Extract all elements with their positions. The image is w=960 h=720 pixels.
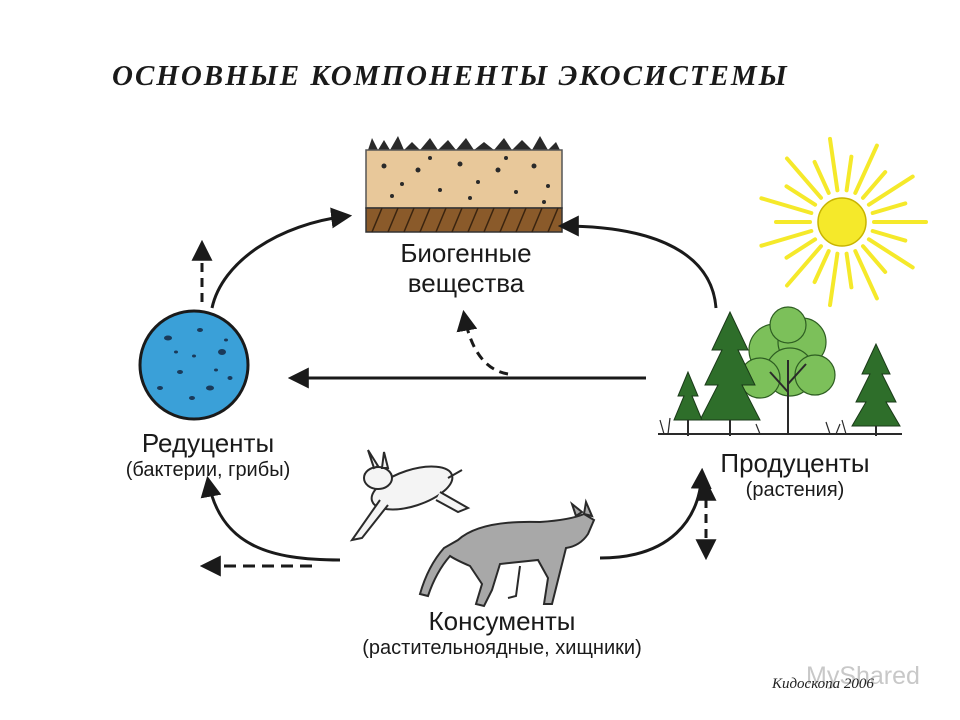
sun-ray — [861, 170, 888, 200]
decomposers-label: Редуценты (бактерии, грибы) — [96, 428, 320, 482]
bacteria-ball-illustration — [138, 309, 250, 421]
consumers-note: (растительноядные, хищники) — [362, 637, 642, 659]
hare-illustration — [349, 449, 471, 542]
sun-ray — [812, 249, 831, 284]
nutrients-label-line1: Биогенные — [400, 238, 532, 268]
trees-illustration — [658, 306, 902, 436]
sun-ray — [785, 244, 823, 288]
watermark-credit: Кидоскопа 2006 — [772, 676, 874, 692]
sun-icon — [759, 136, 928, 308]
watermark: MyShared Кидоскопа 2006 — [768, 660, 920, 696]
sun-ray — [784, 237, 818, 260]
producers-note: (растения) — [745, 479, 845, 501]
decomposers-name: Редуценты — [141, 428, 275, 458]
arrow-dashed-to-nutrients — [456, 309, 509, 376]
producers-name: Продуценты — [720, 448, 870, 478]
sun-ray — [828, 251, 840, 308]
cycle-arrows — [191, 207, 718, 577]
nutrients-label-line2: вещества — [407, 268, 525, 298]
wolf-illustration — [418, 498, 596, 608]
arrow-producers-to-nutrients — [557, 215, 718, 309]
sun-ray — [853, 143, 879, 195]
watermark-brand: MyShared — [806, 662, 920, 690]
sun-ray — [866, 237, 915, 270]
nutrients-label: Биогенные вещества — [378, 238, 554, 298]
sun-ray — [828, 136, 840, 193]
arrow-decomposers-to-nutrients — [210, 207, 353, 309]
consumers-label: Консументы (растительноядные, хищники) — [344, 606, 660, 660]
arrow-producers-to-consumers — [599, 467, 712, 560]
sun-ray — [784, 184, 818, 207]
sun-ray — [870, 201, 908, 215]
sun-ray — [870, 229, 908, 243]
sun-ray — [853, 249, 879, 301]
arrow-consumers-to-decomposers — [200, 475, 341, 562]
sun-ray — [861, 244, 888, 274]
sun-ray — [759, 196, 814, 215]
diagram-title: ОСНОВНЫЕ КОМПОНЕНТЫ ЭКОСИСТЕМЫ — [112, 60, 789, 92]
sun-ray — [844, 154, 854, 193]
consumers-name: Консументы — [428, 606, 576, 636]
soil-layer-illustration — [365, 136, 563, 233]
producers-label: Продуценты (растения) — [700, 448, 890, 502]
decomposers-note: (бактерии, грибы) — [125, 459, 291, 481]
sun-ray — [844, 251, 854, 290]
sun-ray — [759, 229, 814, 248]
sun-ray — [866, 174, 915, 207]
sun-ray — [812, 160, 831, 195]
sun-ray — [785, 156, 823, 200]
